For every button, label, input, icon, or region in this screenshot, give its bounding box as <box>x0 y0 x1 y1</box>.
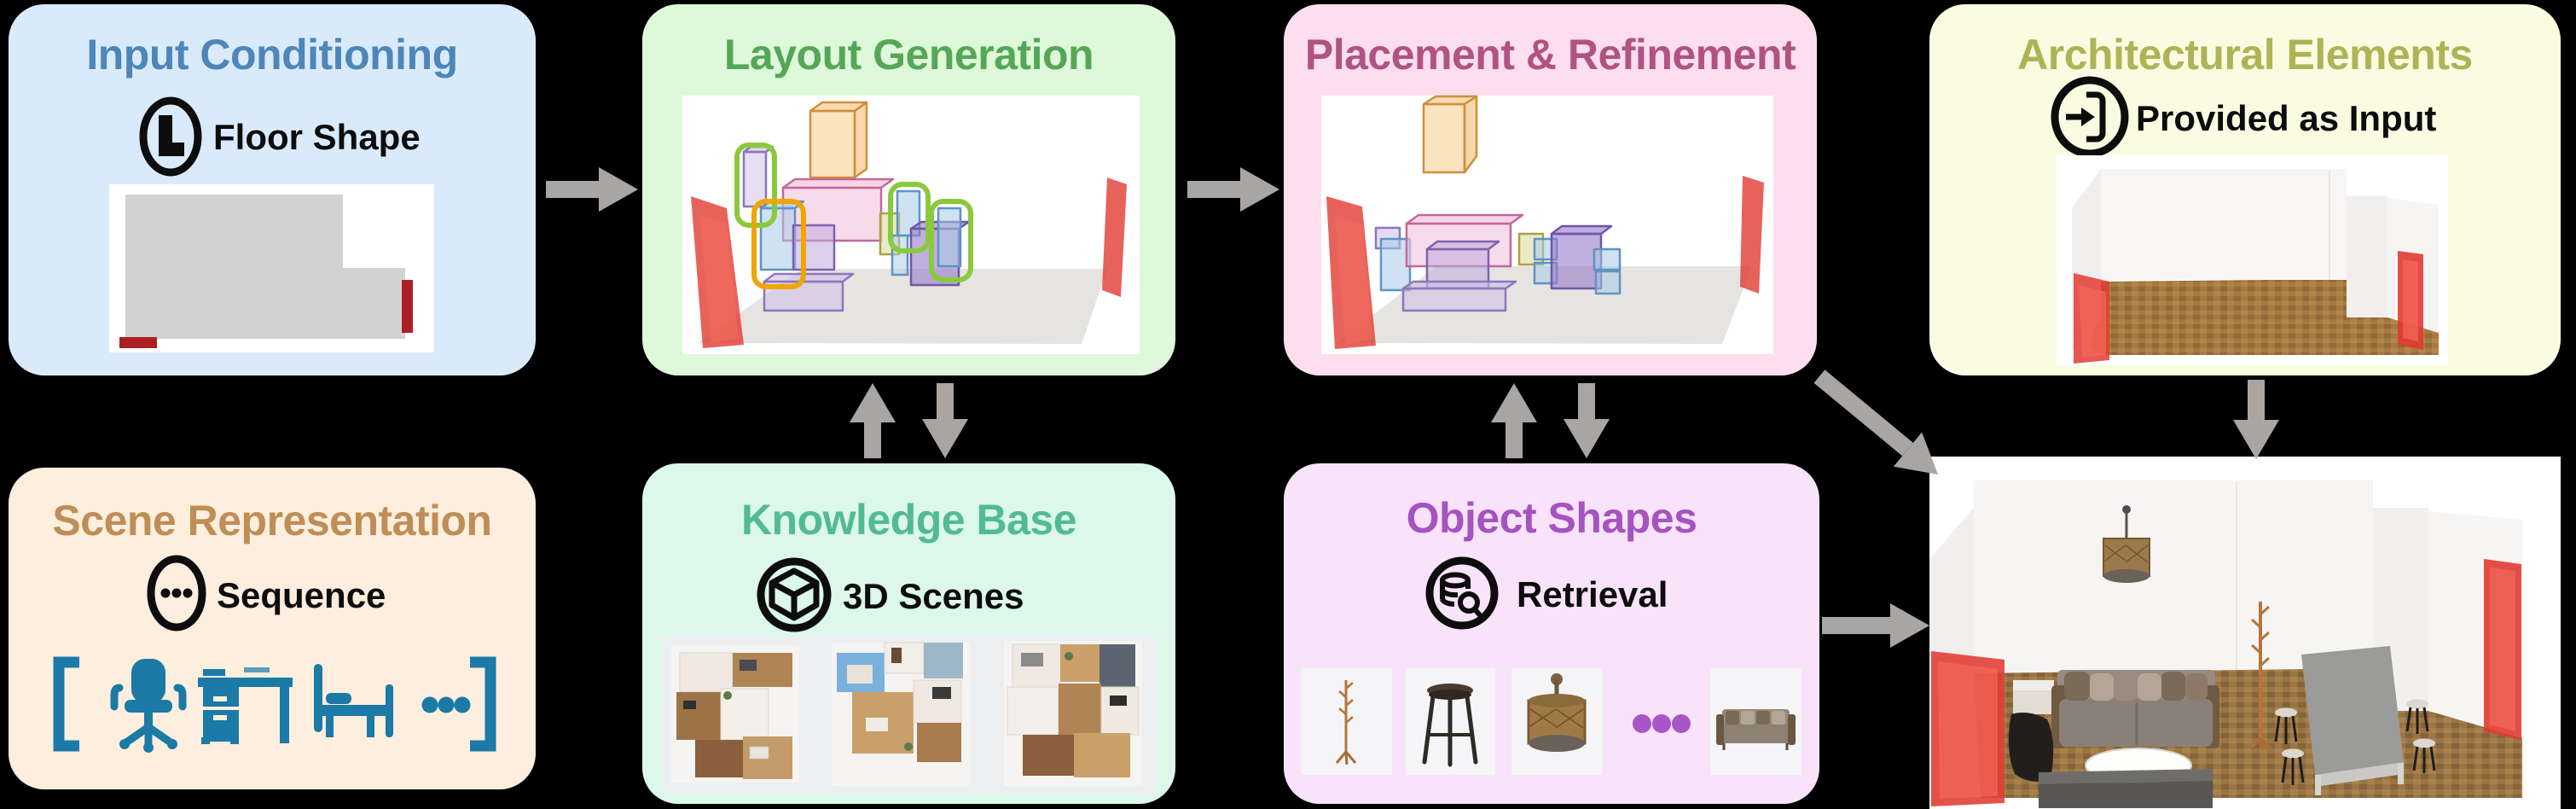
door-mark <box>119 337 157 348</box>
coat-rack <box>2248 602 2272 751</box>
knowledge-base-title: Knowledge Base <box>740 496 1077 544</box>
bar-stool-thumbnail <box>1406 668 1495 775</box>
arrow-placement-to-render-diagonal <box>1813 370 1938 474</box>
pendant-lamp <box>2103 505 2150 583</box>
scene-representation-box: Scene Representation Sequence <box>9 468 536 789</box>
coat-rack-thumbnail <box>1301 668 1392 775</box>
sofa-thumbnail <box>1710 668 1801 775</box>
object-shapes-graphics <box>1301 556 1801 775</box>
enter-input-icon <box>2051 76 2129 158</box>
red-window-panel <box>1102 178 1127 297</box>
architectural-elements-graphics <box>2051 76 2448 365</box>
arrow-placement-to-objects-down <box>1564 383 1610 458</box>
close-bracket <box>470 656 496 752</box>
armchair <box>2008 713 2054 782</box>
red-door-panel <box>1931 651 2005 806</box>
arrow-layout-to-placement <box>1187 167 1279 212</box>
red-window-panel <box>2484 559 2521 740</box>
desk-icon <box>198 667 293 744</box>
scene-representation-title: Scene Representation <box>52 497 492 544</box>
floor-shape-label: Floor Shape <box>213 117 421 157</box>
3d-cube-circle-icon <box>757 557 832 632</box>
apartment-2 <box>832 642 970 786</box>
office-chair-icon <box>110 659 187 753</box>
stools <box>2274 699 2436 785</box>
apartment-scans-image <box>661 636 1157 794</box>
empty-room-image <box>2057 155 2448 365</box>
floor-shape-icon <box>139 96 202 177</box>
bounding-boxes <box>1374 95 1622 312</box>
provided-as-input-label: Provided as Input <box>2136 98 2437 138</box>
sequence-label: Sequence <box>217 575 386 615</box>
ellipsis-circle-icon <box>147 555 206 631</box>
knowledge-base-graphics <box>661 557 1157 794</box>
bench <box>2039 769 2213 808</box>
window-mark <box>402 280 413 333</box>
open-bracket <box>53 656 79 752</box>
highlight-outlines <box>734 143 973 289</box>
sofa <box>2051 670 2219 748</box>
arrow-arch-to-render-down <box>2233 380 2279 459</box>
floor-mask-image <box>109 184 434 352</box>
arrow-kb-to-layout-up <box>850 383 896 458</box>
final-render-image <box>1929 457 2561 809</box>
ellipsis-icon <box>421 696 471 713</box>
input-conditioning-graphics <box>109 96 434 352</box>
layout-generation-image <box>682 96 1140 354</box>
3d-scenes-label: 3D Scenes <box>843 576 1024 616</box>
database-search-icon <box>1425 556 1499 630</box>
architectural-elements-box: Architectural Elements Provided as Input <box>1929 4 2561 375</box>
architectural-elements-title: Architectural Elements <box>2017 31 2473 79</box>
arrow-layout-to-kb-down <box>922 383 968 458</box>
layout-generation-title: Layout Generation <box>723 31 1094 79</box>
object-shapes-box: Object Shapes Retrieval <box>1284 463 1819 804</box>
placement-refinement-image <box>1321 95 1773 354</box>
arrow-input-to-layout <box>546 167 638 212</box>
apartment-3 <box>1004 641 1142 786</box>
placement-refinement-title: Placement & Refinement <box>1304 31 1796 79</box>
back-wall <box>1974 480 2373 673</box>
placement-refinement-box: Placement & Refinement <box>1284 4 1817 375</box>
apartment-1 <box>671 646 799 783</box>
input-conditioning-title: Input Conditioning <box>86 31 458 79</box>
bed-icon <box>314 664 393 737</box>
pendant-lamp-thumbnail <box>1511 668 1603 775</box>
side-table <box>2013 680 2054 714</box>
object-thumbnails <box>1301 668 1801 775</box>
ellipsis-thumbnail <box>1633 714 1691 733</box>
knowledge-base-box: Knowledge Base 3D Scenes <box>642 463 1175 804</box>
red-window-panel <box>1740 176 1764 294</box>
dining-table <box>2301 646 2404 795</box>
sequence-row <box>53 656 496 753</box>
object-shapes-title: Object Shapes <box>1406 494 1697 542</box>
sofa-pillows <box>2064 672 2208 701</box>
scene-representation-graphics <box>53 555 496 753</box>
arrow-objects-to-render-right <box>1822 603 1929 648</box>
arrow-objects-to-placement-up <box>1491 383 1537 458</box>
input-conditioning-box: Input Conditioning Floor Shape <box>9 4 536 375</box>
layout-generation-box: Layout Generation <box>642 4 1175 375</box>
retrieval-label: Retrieval <box>1517 574 1668 614</box>
